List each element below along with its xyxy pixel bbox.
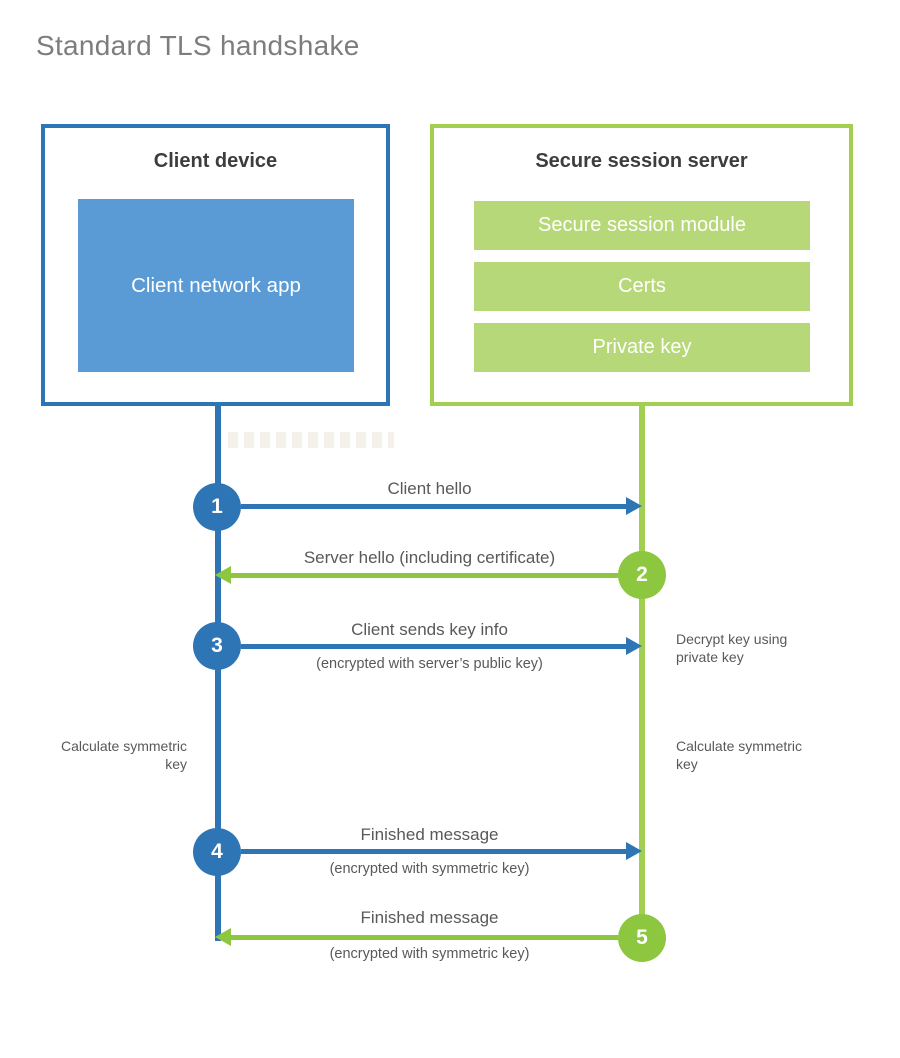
step-3-arrowhead-right-icon	[626, 637, 642, 655]
server-module-certs: Certs	[474, 262, 810, 311]
step-2-marker: 2	[618, 551, 666, 599]
note-decrypt-key: Decrypt key using private key	[676, 631, 788, 665]
client-network-app-label: Client network app	[131, 273, 301, 297]
step-5-arrow-line	[231, 935, 618, 940]
step-2-arrow-line	[231, 573, 618, 578]
note-calculate-symmetric-key-server: Calculate symmetric key	[676, 738, 803, 772]
client-lifeline	[215, 404, 221, 941]
step-1-number: 1	[211, 495, 223, 518]
step-3-number: 3	[211, 634, 223, 657]
step-1-marker: 1	[193, 483, 241, 531]
step-4-message-label: Finished message	[360, 825, 499, 844]
client-device-title: Client device	[153, 150, 278, 172]
note-calculate-symmetric-key-client: Calculate symmetric key	[60, 738, 187, 772]
diagram-title: Standard TLS handshake	[36, 30, 360, 61]
step-2-arrowhead-left-icon	[215, 566, 231, 584]
step-4-marker: 4	[193, 828, 241, 876]
step-3-message-sublabel: (encrypted with server’s public key)	[316, 656, 543, 672]
server-module-secure-session: Secure session module	[474, 201, 810, 250]
step-4-arrow-line	[241, 849, 626, 854]
secure-session-server-title: Secure session server	[535, 150, 748, 172]
step-3-message-label: Client sends key info	[351, 620, 508, 639]
step-5-marker: 5	[618, 914, 666, 962]
step-5-arrowhead-left-icon	[215, 928, 231, 946]
step-1-message-label: Client hello	[387, 479, 472, 498]
client-network-app-block: Client network app	[78, 199, 354, 372]
server-module-private-key: Private key	[474, 323, 810, 372]
server-lifeline	[639, 404, 645, 941]
step-3-arrow-line	[241, 644, 626, 649]
step-5-message-sublabel: (encrypted with symmetric key)	[329, 946, 530, 962]
step-5-number: 5	[636, 926, 648, 949]
step-4-arrowhead-right-icon	[626, 842, 642, 860]
step-2-message-label: Server hello (including certificate)	[303, 548, 556, 567]
step-5-message-label: Finished message	[360, 908, 499, 927]
step-4-message-sublabel: (encrypted with symmetric key)	[329, 861, 530, 877]
step-3-marker: 3	[193, 622, 241, 670]
step-1-arrow-line	[241, 504, 626, 509]
step-2-number: 2	[636, 563, 648, 586]
step-1-arrowhead-right-icon	[626, 497, 642, 515]
step-4-number: 4	[211, 840, 223, 863]
watermark-dashes	[228, 432, 394, 448]
